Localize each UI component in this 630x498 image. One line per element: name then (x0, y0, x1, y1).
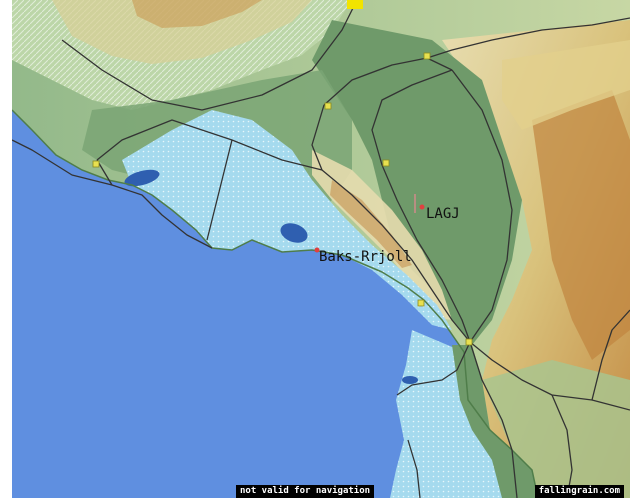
lagoon-west (124, 169, 160, 187)
junction-icon (92, 0, 473, 346)
east-mid-band (502, 40, 630, 130)
central-plain (312, 20, 522, 345)
map-frame: LAGJ Baks-Rrjoll not valid for navigatio… (12, 0, 630, 498)
lagoon-south (402, 376, 418, 384)
map-credit: fallingrain.com (534, 485, 624, 498)
north-peaks (132, 0, 262, 28)
place-label-baks-rrjoll: Baks-Rrjoll (319, 249, 412, 265)
east-peaks (532, 90, 630, 360)
north-ridge (52, 0, 312, 64)
lagoon-centre (280, 223, 308, 243)
place-label-lagj: LAGJ (426, 206, 460, 222)
coastal-wetlands (122, 110, 452, 330)
road-network (12, 0, 630, 498)
coastal-ridge-peaks (330, 180, 412, 268)
southern-plain (452, 345, 538, 498)
navigation-warning: not valid for navigation (236, 485, 375, 498)
airport-marker-icon (414, 194, 425, 213)
coastline (12, 109, 539, 498)
town-marker-icon (314, 247, 320, 253)
terrain-map (12, 0, 630, 498)
